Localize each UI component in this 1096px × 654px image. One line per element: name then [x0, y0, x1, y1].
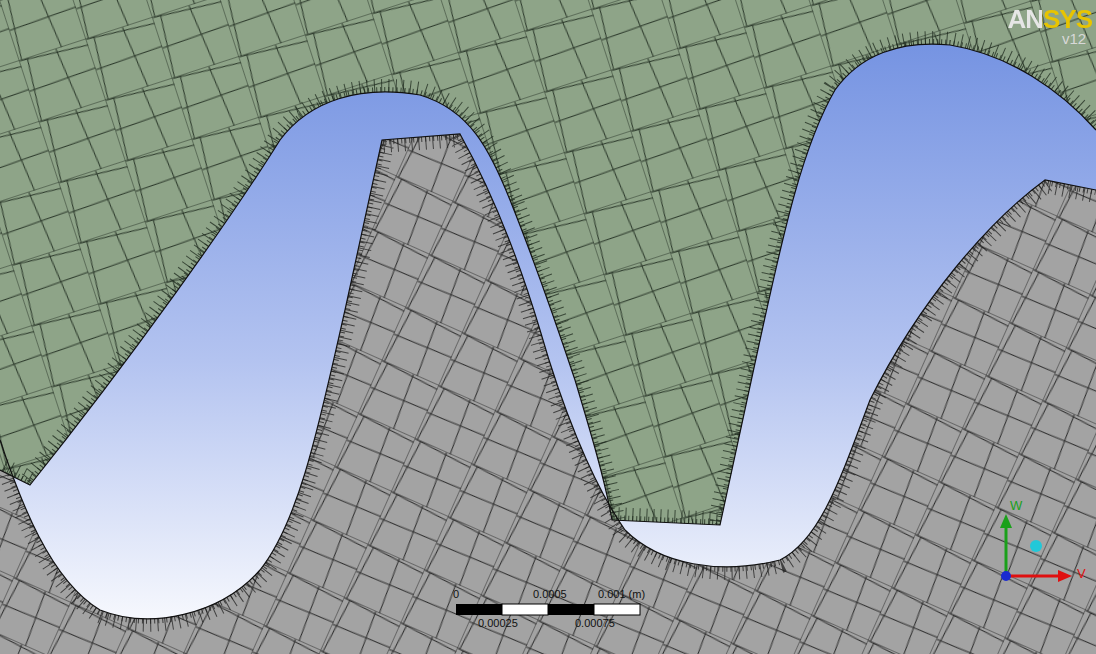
axis-label: W	[1010, 498, 1022, 513]
scale-value: 0	[453, 588, 459, 600]
axis-label: V	[1077, 566, 1086, 581]
scale-value: 0.00025	[478, 617, 518, 629]
scale-value: 0.001 (m)	[598, 588, 645, 600]
scale-value: 0.0005	[533, 588, 567, 600]
axis-triad	[1000, 514, 1072, 582]
scale-bar	[456, 604, 640, 615]
version-text: v12	[1062, 30, 1086, 47]
scale-value: 0.00075	[575, 617, 615, 629]
